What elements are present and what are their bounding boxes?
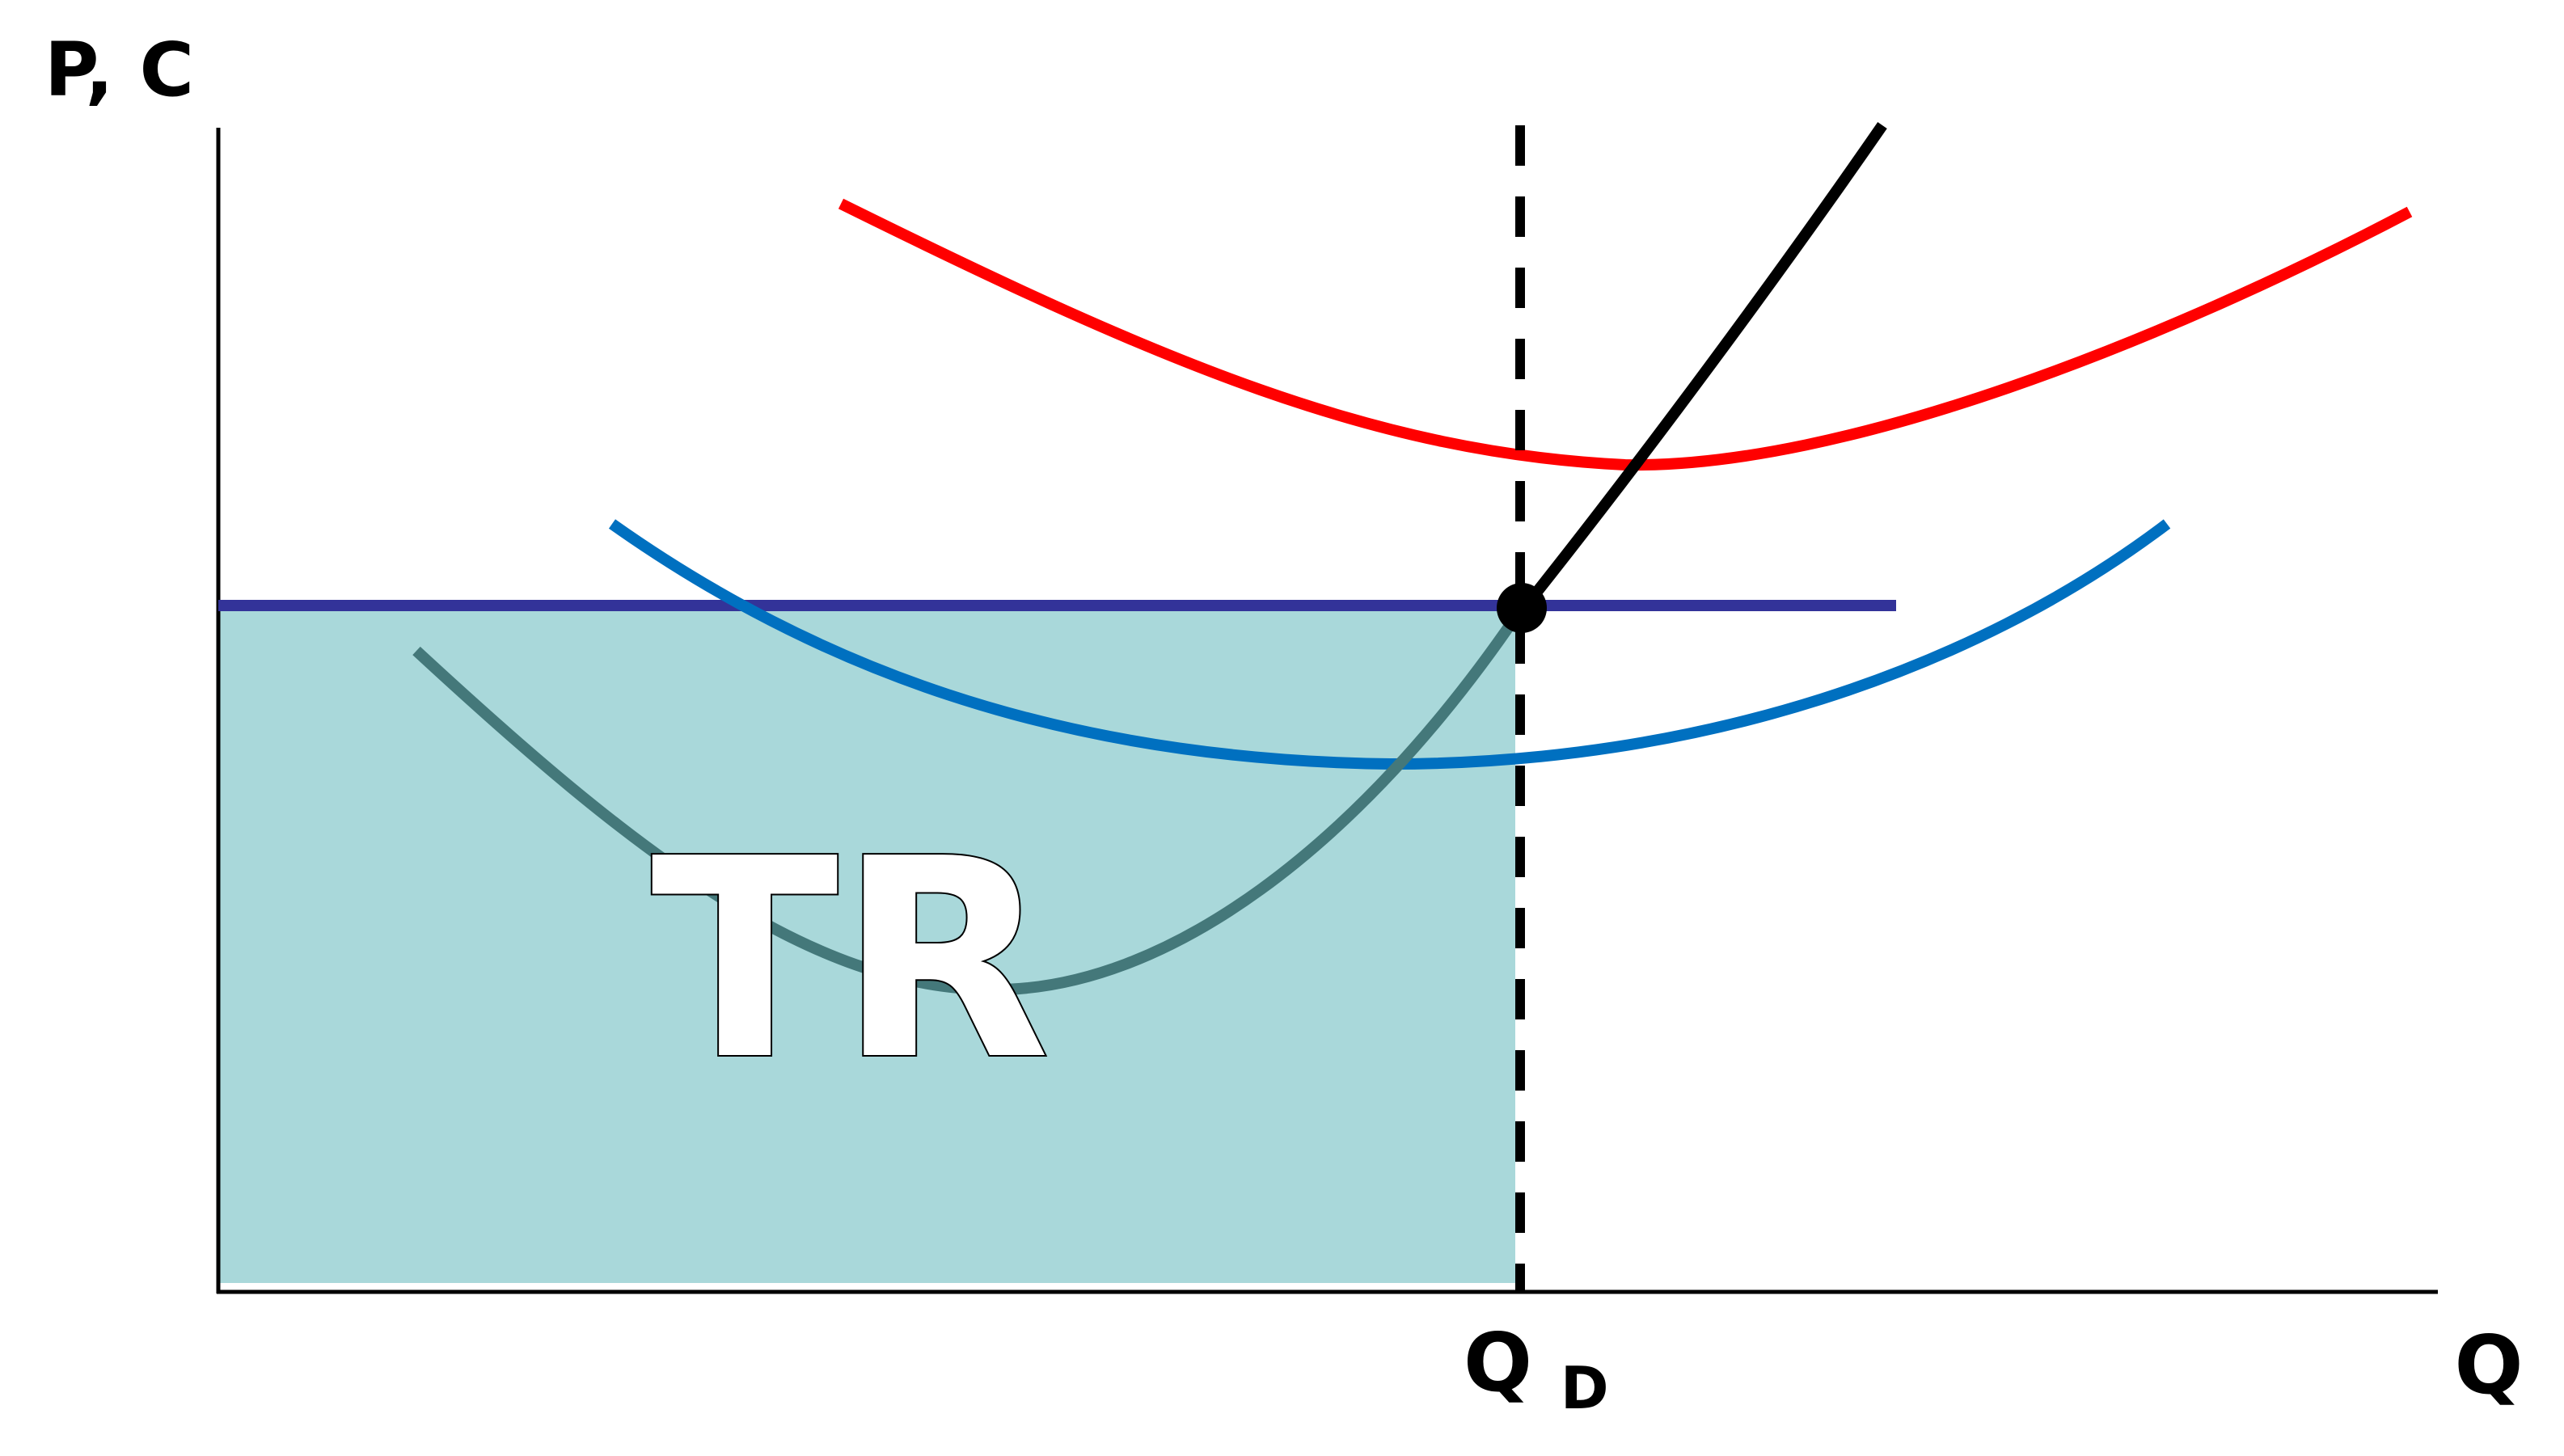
- afc-curve: [412, 607, 1525, 996]
- avc-curve: [608, 519, 2171, 770]
- total-revenue-label: TR: [651, 800, 1050, 1120]
- qd-label: Q D: [1464, 1315, 1609, 1422]
- optimum-point: [1497, 583, 1547, 633]
- qd-label-main: Q: [1464, 1315, 1532, 1410]
- x-axis-label: Q: [2454, 1318, 2523, 1412]
- qd-label-subscript: D: [1561, 1354, 1609, 1422]
- y-axis-label: P, C: [44, 27, 194, 113]
- atc-curve: [838, 198, 2413, 471]
- mc-curve: [1519, 122, 1887, 612]
- total-revenue-area: [218, 605, 1515, 1283]
